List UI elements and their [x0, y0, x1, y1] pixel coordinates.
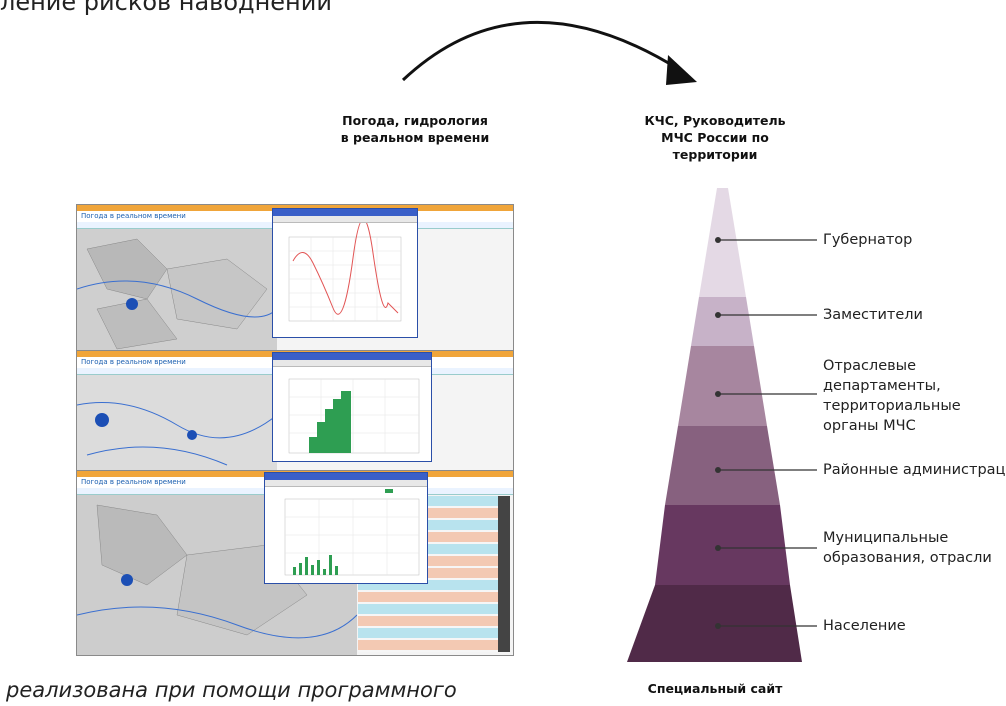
level-label-municipalities: Муниципальные образования, отрасли: [823, 528, 992, 568]
source-label-line2: в реальном времени: [340, 130, 490, 145]
popup-area-chart: [272, 352, 432, 462]
level-label-departments-line1: Отраслевые: [823, 358, 917, 374]
screenshot-collage: Погода в реальном времени Погода в реаль…: [76, 204, 514, 656]
target-label-line1: КЧС, Руководитель: [644, 113, 786, 128]
level-label-deputies: Заместители: [823, 305, 923, 325]
popup-line-chart: [272, 208, 418, 338]
pyramid-base-label: Специальный сайт: [647, 681, 783, 696]
pyramid-level-governor: [699, 188, 746, 297]
level-label-departments: Отраслевые департаменты, территориальные…: [823, 356, 961, 436]
flow-arrow-curve: [401, 20, 681, 82]
pyramid-level-population: [627, 585, 802, 662]
target-label-line2: МЧС России по: [661, 130, 769, 145]
level-label-district-admin: Районные администрац: [823, 460, 1006, 480]
pyramid-level-municipalities: [655, 505, 790, 585]
pyramid-connector-dots: [715, 237, 721, 629]
target-label-line3: территории: [672, 147, 758, 162]
level-label-governor: Губернатор: [823, 230, 912, 250]
pyramid-level-departments: [678, 346, 767, 426]
pyramid-connectors: [718, 239, 817, 627]
header-partial-text: ление рисков наводнений: [0, 0, 332, 16]
level-label-departments-line2: департаменты,: [823, 378, 941, 394]
level-label-departments-line3: территориальные: [823, 398, 961, 414]
pyramid-level-district-admin: [665, 426, 780, 505]
level-label-population: Население: [823, 616, 906, 636]
level-label-departments-line4: органы МЧС: [823, 418, 916, 434]
level-label-municipalities-line1: Муниципальные: [823, 530, 949, 546]
source-label-line1: Погода, гидрология: [342, 113, 488, 128]
level-label-governor-line1: Губернатор: [823, 232, 913, 248]
flow-arrow-head: [666, 55, 697, 85]
level-label-district-admin-line1: Районные администрац: [823, 462, 1006, 478]
footer-partial-text: реализована при помощи программного: [6, 678, 457, 702]
level-label-deputies-line1: Заместители: [823, 307, 923, 323]
popup-bar-chart: [264, 472, 428, 584]
source-label: Погода, гидрология в реальном времени: [300, 112, 530, 146]
target-label: КЧС, Руководитель МЧС России по территор…: [605, 112, 825, 163]
pyramid-level-deputies: [691, 297, 754, 346]
level-label-population-line1: Население: [823, 618, 906, 634]
level-label-municipalities-line2: образования, отрасли: [823, 550, 992, 566]
